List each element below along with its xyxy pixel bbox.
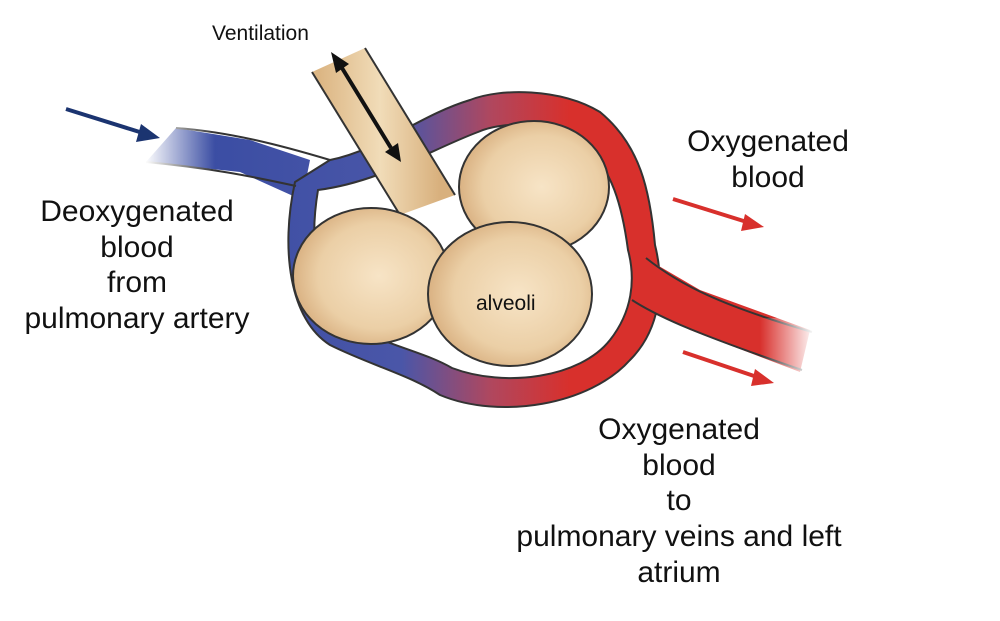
- airway-tube: [311, 47, 456, 216]
- deoxygenated-line-3: from: [107, 266, 167, 300]
- alveolus: [427, 221, 593, 367]
- oxygenated-bottom-line-2: blood: [642, 448, 716, 482]
- deoxygenated-line-4: pulmonary artery: [24, 302, 250, 336]
- oxygenated-top-line-1: Oxygenated: [687, 125, 849, 158]
- alveoli-label: alveoli: [476, 292, 536, 315]
- ventilation-label: Ventilation: [212, 22, 309, 45]
- outflow-arrow-bottom: [682, 350, 774, 386]
- alveolus: [292, 207, 450, 345]
- oxygenated-bottom-line-1: Oxygenated: [598, 413, 760, 446]
- oxygenated-bottom-line-5: atrium: [637, 555, 721, 589]
- deoxygenated-line-1: Deoxygenated: [40, 195, 234, 228]
- oxygenated-bottom-line-4: pulmonary veins and left: [516, 520, 842, 554]
- deoxygenated-blood-label: Deoxygenated blood from pulmonary artery: [4, 194, 270, 337]
- oxygenated-blood-label-bottom: Oxygenated blood to pulmonary veins and …: [484, 412, 874, 590]
- oxygenated-top-line-2: blood: [731, 160, 805, 194]
- oxygenated-bottom-line-3: to: [666, 484, 692, 518]
- oxygenated-blood-label-top: Oxygenated blood: [662, 124, 874, 195]
- inflow-arrow: [65, 107, 160, 142]
- alveoli-cluster: [292, 120, 610, 367]
- outflow-arrow-top: [672, 197, 764, 231]
- ventilation-arrow: [331, 52, 401, 162]
- deoxygenated-line-2: blood: [100, 230, 174, 264]
